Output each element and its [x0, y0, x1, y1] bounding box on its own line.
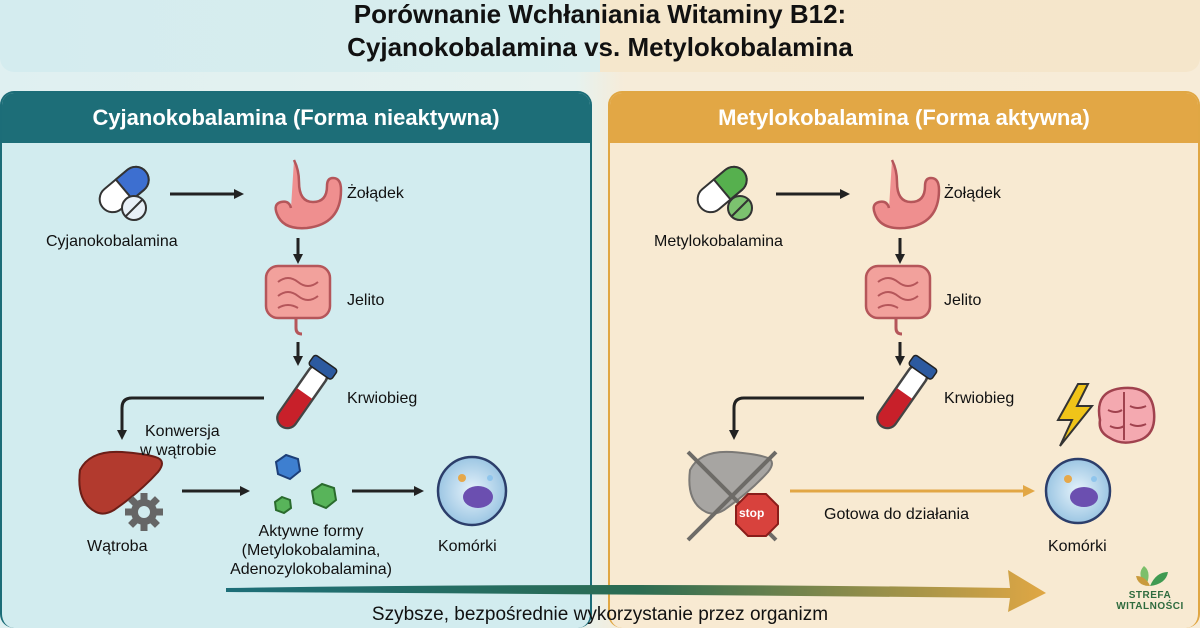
intestine-label: Jelito [347, 292, 385, 309]
cell-icon [436, 455, 508, 527]
active-forms-line1: Aktywne formy [258, 523, 364, 540]
lightning-icon [1056, 383, 1095, 447]
capsule-icon [98, 165, 150, 221]
intestine-icon [864, 264, 932, 336]
left-panel-header: Cyjanokobalamina (Forma nieaktywna) [2, 93, 590, 143]
liver-icon [78, 450, 163, 515]
stop-sign-text: stop [739, 506, 765, 520]
brain-icon [1097, 386, 1156, 444]
active-forms-line3: Adenozylokobalamina) [230, 561, 392, 578]
cells-label: Komórki [438, 538, 497, 555]
stomach-icon [872, 159, 941, 230]
stomach-icon [274, 159, 343, 230]
blood-label: Krwiobieg [347, 390, 418, 407]
stop-sign-icon [735, 493, 779, 537]
cells-label: Komórki [1048, 538, 1107, 555]
blood-label: Krwiobieg [944, 390, 1015, 407]
liver-label: Wątroba [87, 538, 148, 555]
ready-label: Gotowa do działania [824, 506, 969, 523]
conversion-label-line1: Konwersja [145, 423, 220, 440]
intestine-icon [264, 264, 332, 336]
supplement-label: Metylokobalamina [654, 233, 783, 250]
page-title-line2: Cyjanokobalamina vs. Metylokobalamina [347, 32, 853, 62]
brand-logo: STREFA WITALNOŚCI [1104, 560, 1196, 612]
active-forms-line2: (Metylokobalamina, [241, 542, 381, 559]
blood-tube-icon [876, 354, 938, 430]
leaf-logo-icon [1136, 566, 1168, 586]
footer-caption: Szybsze, bezpośrednie wykorzystanie prze… [371, 604, 829, 625]
cell-icon [1044, 457, 1112, 525]
blood-tube-icon [276, 354, 338, 430]
molecule-icon [273, 453, 338, 515]
supplement-label: Cyjanokobalamina [46, 233, 178, 250]
logo-line2: WITALNOŚCI [1116, 601, 1184, 612]
active-forms-label: Aktywne formy (Metylokobalamina, Adenozy… [216, 522, 406, 579]
gear-icon [125, 493, 163, 531]
logo-line1: STREFA [1128, 590, 1172, 601]
right-panel-header: Metylokobalamina (Forma aktywna) [610, 93, 1198, 143]
conversion-label-line2: w wątrobie [140, 442, 217, 459]
capsule-icon [696, 165, 753, 221]
intestine-label: Jelito [944, 292, 982, 309]
stomach-label: Żołądek [347, 185, 404, 202]
page-title-line1: Porównanie Wchłaniania Witaminy B12: [353, 0, 847, 29]
title-banner [0, 0, 1200, 72]
stomach-label: Żołądek [944, 185, 1001, 202]
big-arrow-icon [226, 570, 1046, 612]
